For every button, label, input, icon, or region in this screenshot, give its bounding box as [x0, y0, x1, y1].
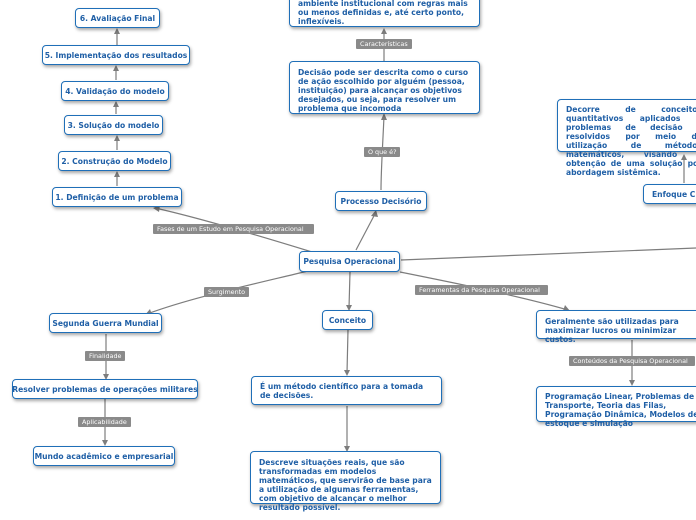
conteudos-node[interactable]: Programação Linear, Problemas de Transpo… [536, 386, 696, 428]
fase-3-node[interactable]: 3. Solução do modelo [64, 115, 163, 135]
fase-6-node[interactable]: 6. Avaliação Final [75, 8, 160, 28]
edge-label-oque: O que é? [364, 147, 401, 157]
edge-label-caracteristicas: Características [356, 39, 412, 49]
metodo-cientifico-node[interactable]: É um método científico para a tomada de … [251, 376, 442, 405]
enfoque-classico-node[interactable]: Enfoque Clássico [643, 184, 696, 204]
edge-label-conteudos: Conteúdos da Pesquisa Operacional [569, 356, 695, 366]
descreve-node[interactable]: Descreve situações reais, que são transf… [250, 451, 441, 512]
resolver-problemas-node[interactable]: Resolver problemas de operações militare… [12, 379, 198, 399]
fase-1-node[interactable]: 1. Definição de um problema [52, 187, 182, 207]
edge-label-finalidade: Finalidade [85, 351, 126, 361]
segunda-guerra-node[interactable]: Segunda Guerra Mundial [49, 313, 162, 333]
edge-label-fases: Fases de um Estudo em Pesquisa Operacion… [153, 224, 314, 234]
fase-4-node[interactable]: 4. Validação do modelo [61, 81, 169, 101]
edge-label-ferramentas: Ferramentas da Pesquisa Operacional [415, 285, 548, 295]
geralmente-node[interactable]: Geralmente são utilizadas para maximizar… [536, 310, 696, 344]
caracteristicas-node[interactable]: ambiente institucional com regras mais o… [289, 0, 480, 27]
processo-decisorio-node[interactable]: Processo Decisório [335, 191, 427, 211]
conceito-node[interactable]: Conceito [322, 310, 373, 330]
central-topic-node[interactable]: Pesquisa Operacional [299, 251, 400, 272]
fase-2-node[interactable]: 2. Construção do Modelo [58, 151, 171, 171]
fase-5-node[interactable]: 5. Implementação dos resultados [42, 45, 190, 65]
decorre-node[interactable]: Decorre de conceitos quantitativos aplic… [557, 99, 696, 177]
edge-label-aplicabilidade: Aplicabilidade [78, 417, 131, 427]
mundo-academico-node[interactable]: Mundo acadêmico e empresarial [33, 446, 175, 466]
edge-label-surgimento: Surgimento [204, 287, 250, 297]
definicao-node[interactable]: Decisão pode ser descrita como o curso d… [289, 61, 480, 114]
